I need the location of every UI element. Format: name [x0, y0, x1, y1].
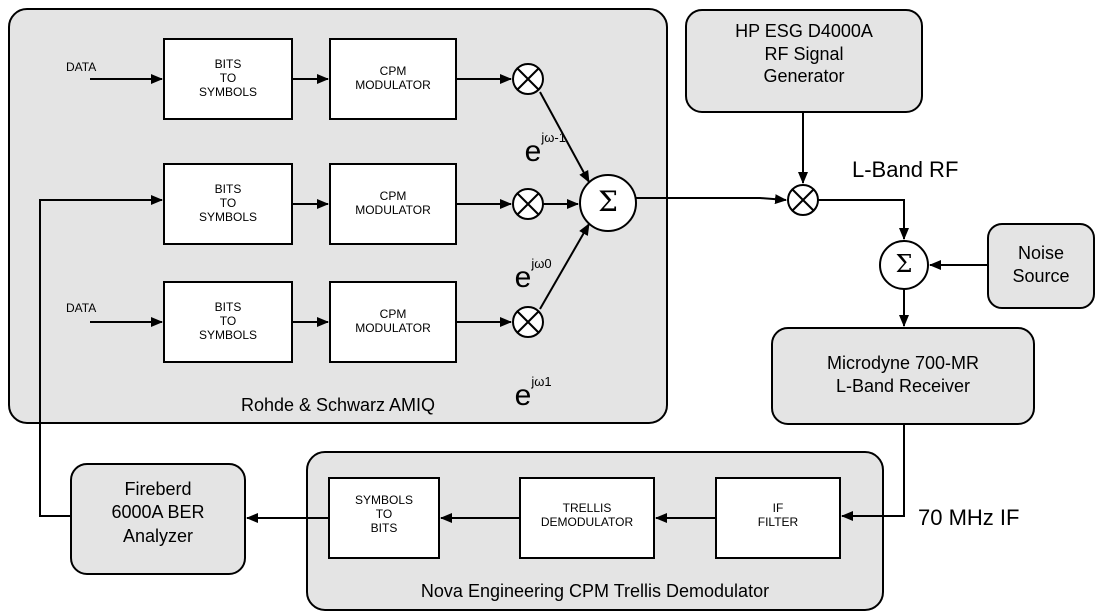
cpm-box-bot [329, 281, 457, 363]
summer-amiq [579, 174, 637, 232]
mixer-bot [512, 306, 544, 338]
data-input-label-top: DATA [66, 60, 97, 74]
cpm-label-top: CPM MODULATOR [355, 64, 431, 92]
b2s-label-mid: BITS TO SYMBOLS [198, 182, 258, 224]
siggen-label: HP ESG D4000A RF Signal Generator [735, 21, 873, 86]
mixer-rf [787, 184, 819, 216]
if70-label: 70 MHz IF [918, 505, 1020, 530]
b2s-label-top: BITS TO SYMBOLS [198, 57, 258, 99]
mixer-mid [512, 188, 544, 220]
nova-title: Nova Engineering CPM Trellis Demodulator [420, 581, 770, 601]
cpm-label-bot: CPM MODULATOR [355, 307, 431, 335]
b2s-label-bot: BITS TO SYMBOLS [198, 300, 258, 342]
amiq-title: Rohde & Schwarz AMIQ [240, 395, 436, 415]
data-input-label-bottom: DATA [66, 301, 97, 315]
receiver-label: Microdyne 700-MR L-Band Receiver [826, 353, 980, 396]
summer-noise-symbol: Σ [895, 250, 913, 278]
cpm-label-mid: CPM MODULATOR [355, 189, 431, 217]
noise-label: Noise Source [1012, 243, 1070, 286]
if-filter-label: IF FILTER [757, 501, 799, 529]
exp-bot: ejω1 [514, 373, 552, 412]
s2b-label: SYMBOLS TO BITS [354, 493, 414, 535]
trellis-box [519, 477, 655, 559]
cpm-box-top [329, 38, 457, 120]
if-filter-box [715, 477, 841, 559]
connections [39, 74, 988, 523]
exp-mid: ejω0 [514, 255, 552, 294]
ber-box [70, 463, 246, 575]
summer-amiq-symbol: Σ [598, 185, 618, 218]
cpm-box-mid [329, 163, 457, 245]
s2b-box [328, 477, 440, 559]
trellis-label: TRELLIS DEMODULATOR [540, 501, 634, 529]
mixer-top [512, 63, 544, 95]
lband-rf-label: L-Band RF [852, 157, 959, 182]
ber-label: Fireberd 6000A BER Analyzer [111, 479, 205, 546]
exp-top: ejω-1 [524, 129, 566, 168]
